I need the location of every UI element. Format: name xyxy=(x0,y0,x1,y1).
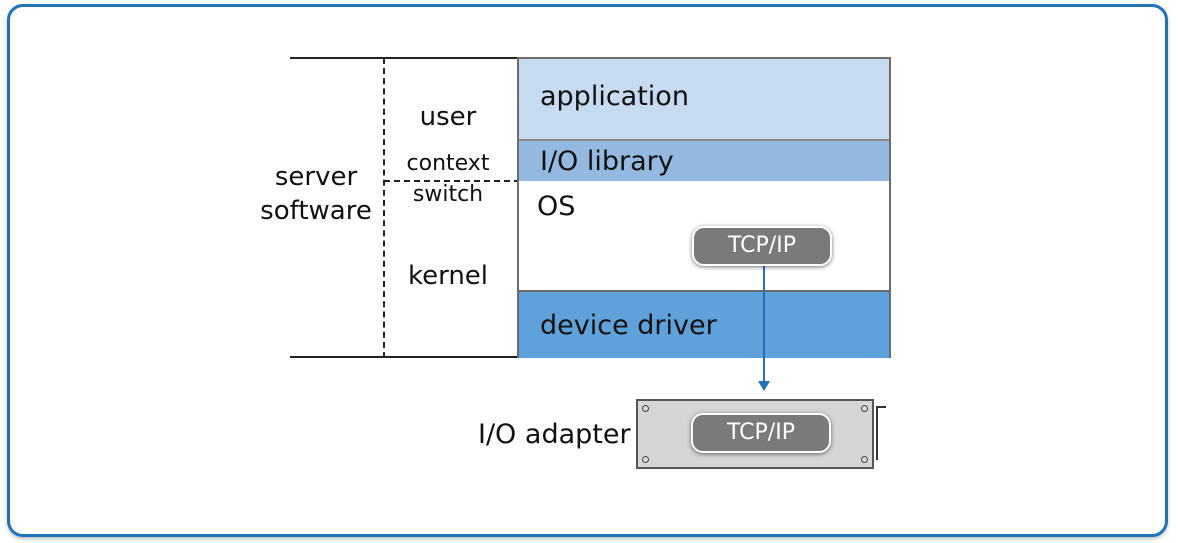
io-adapter-label: I/O adapter xyxy=(478,419,631,450)
vertical-dashed-divider xyxy=(383,58,385,358)
server-label: server xyxy=(274,162,358,192)
tcpip-os-pill: TCP/IP xyxy=(692,226,832,266)
switch-label: switch xyxy=(412,182,484,207)
io-library-layer: I/O library xyxy=(519,141,889,181)
io-library-label: I/O library xyxy=(540,146,674,177)
kernel-label: kernel xyxy=(407,261,489,291)
screw-bottom-left xyxy=(642,456,649,463)
os-label: OS xyxy=(537,191,576,222)
top-rule xyxy=(290,57,518,59)
application-layer: application xyxy=(519,59,889,141)
screw-bottom-right xyxy=(861,456,868,463)
arrow-head xyxy=(758,381,770,391)
context-label: context xyxy=(406,151,490,176)
software-label: software xyxy=(260,196,372,226)
screw-top-left xyxy=(642,405,649,412)
arrow-shaft xyxy=(763,266,765,382)
device-driver-layer: device driver xyxy=(519,290,889,358)
bottom-rule xyxy=(290,356,518,358)
adapter-bracket xyxy=(876,406,886,460)
tcpip-adapter-pill: TCP/IP xyxy=(691,413,831,453)
application-label: application xyxy=(540,81,689,112)
layer-stack: application I/O library OS device driver xyxy=(517,57,891,358)
device-driver-label: device driver xyxy=(540,310,717,341)
screw-top-right xyxy=(861,405,868,412)
user-label: user xyxy=(419,102,477,132)
